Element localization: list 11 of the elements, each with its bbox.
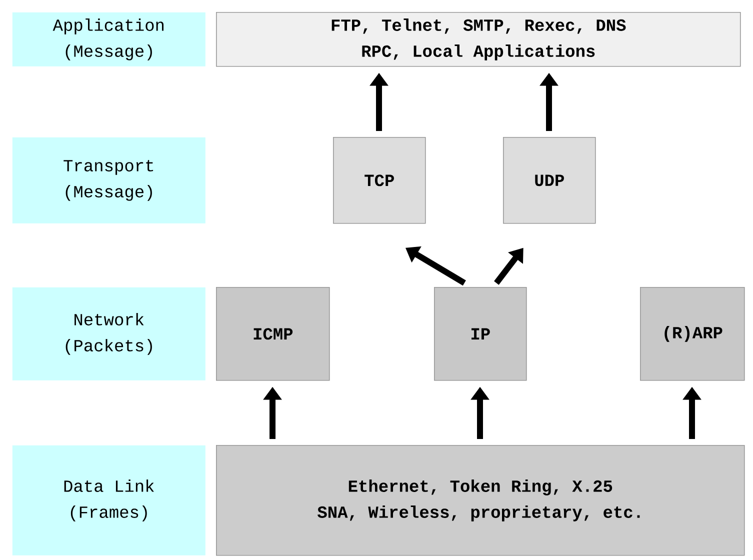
layer-label: Network (Packets) [12,287,206,380]
layer-label: Transport (Message) [12,137,206,224]
protocol-box: Ethernet, Token Ring, X.25 SNA, Wireless, proprietary, etc. [216,445,745,556]
protocol-box: (R)ARP [640,287,745,381]
protocol-box: TCP [333,137,426,224]
protocol-box: FTP, Telnet, SMTP, Rexec, DNS RPC, Local Applications [216,12,741,67]
protocol-box: UDP [503,137,596,224]
protocol-box: ICMP [216,287,330,381]
protocol-box: IP [434,287,527,381]
layer-label: Application (Message) [12,12,206,66]
layer-label: Data Link (Frames) [12,445,206,556]
